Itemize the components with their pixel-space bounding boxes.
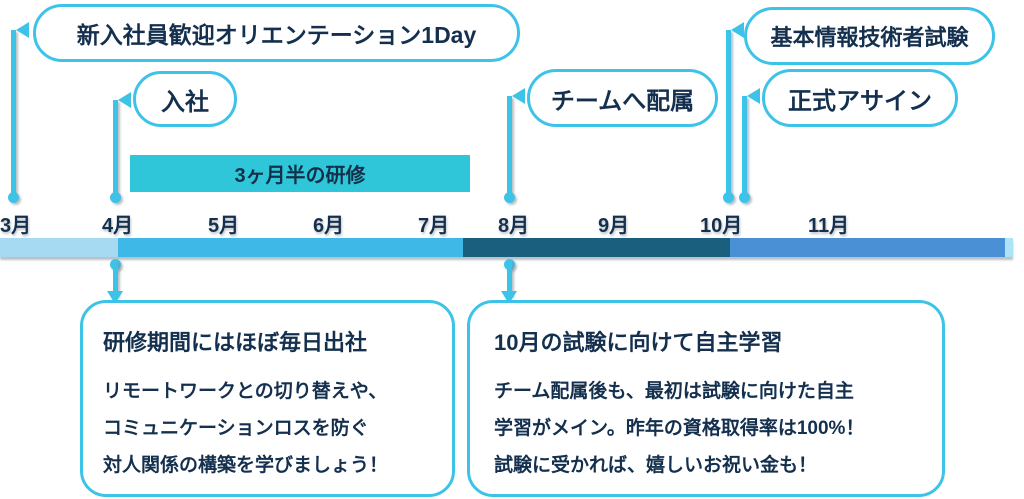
note-line: チーム配属後も、最初は試験に向けた自主 [494, 381, 854, 402]
timeline-bar-segment-team-study [463, 238, 730, 257]
note-line: 学習がメイン。昨年の資格取得率は100%！ [494, 418, 865, 439]
note-line: コミュニケーションロスを防ぐ [103, 418, 369, 439]
note-line: 試験に受かれば、嬉しいお祝い金も！ [494, 455, 818, 476]
timeline-bar-segment-pre-join [0, 238, 118, 257]
connector-arrow-icon [16, 22, 29, 38]
training-duration-band: 3ヶ月半の研修 [130, 155, 470, 192]
event-label-orientation: 新入社員歓迎オリエンテーション1Day [76, 22, 477, 48]
note-line: リモートワークとの切り替えや、 [103, 381, 388, 402]
month-label-july: 7月 [418, 215, 450, 237]
note-title: 10月の試験に向けて自主学習 [494, 330, 783, 355]
connector-dot [8, 192, 19, 203]
event-label-official-assign: 正式アサイン [788, 87, 932, 115]
connector-arrow-icon [747, 88, 760, 104]
event-bubble-orientation: 新入社員歓迎オリエンテーション1Day [33, 4, 520, 62]
month-label-april: 4月 [102, 215, 134, 237]
connector-arrow-icon [512, 88, 525, 104]
note-card-training-period: 研修期間にはほぼ毎日出社 リモートワークとの切り替えや、 コミュニケーションロス… [80, 300, 455, 497]
connector-line-note-training [113, 260, 118, 296]
month-label-november: 11月 [808, 215, 850, 237]
connector-dot [739, 192, 750, 203]
timeline-bar-segment-post-exam [730, 238, 1005, 257]
event-bubble-team-assignment: チームへ配属 [527, 69, 718, 127]
connector-arrow-icon [118, 92, 131, 108]
event-label-join: 入社 [161, 88, 209, 116]
connector-dot [504, 192, 515, 203]
connector-line-join [113, 100, 118, 197]
event-label-fe-exam: 基本情報技術者試験 [770, 25, 969, 50]
connector-line-exam [726, 30, 731, 197]
connector-line-assign [742, 96, 747, 197]
month-label-october: 10月 [700, 215, 743, 237]
timeline-bar-segment-tip [1005, 238, 1013, 257]
event-bubble-fe-exam: 基本情報技術者試験 [744, 7, 995, 65]
month-label-june: 6月 [313, 215, 345, 237]
connector-line-orientation [11, 30, 16, 197]
timeline-bar-segment-training [118, 238, 463, 257]
month-label-september: 9月 [598, 215, 630, 237]
connector-arrow-icon [731, 22, 744, 38]
note-card-self-study: 10月の試験に向けて自主学習 チーム配属後も、最初は試験に向けた自主 学習がメイ… [467, 300, 945, 497]
timeline-bar [0, 238, 1013, 257]
month-label-march: 3月 [0, 215, 32, 237]
month-label-august: 8月 [498, 215, 530, 237]
event-bubble-official-assign: 正式アサイン [762, 69, 958, 127]
event-label-team-assignment: チームへ配属 [550, 87, 695, 115]
connector-dot [723, 192, 734, 203]
connector-line-team [507, 96, 512, 197]
month-label-may: 5月 [208, 215, 240, 237]
note-line: 対人関係の構築を学びましょう！ [103, 455, 389, 476]
connector-dot [110, 192, 121, 203]
training-duration-label: 3ヶ月半の研修 [234, 165, 366, 187]
note-title: 研修期間にはほぼ毎日出社 [103, 330, 368, 355]
connector-line-note-exam [507, 260, 512, 296]
event-bubble-join: 入社 [133, 71, 237, 127]
